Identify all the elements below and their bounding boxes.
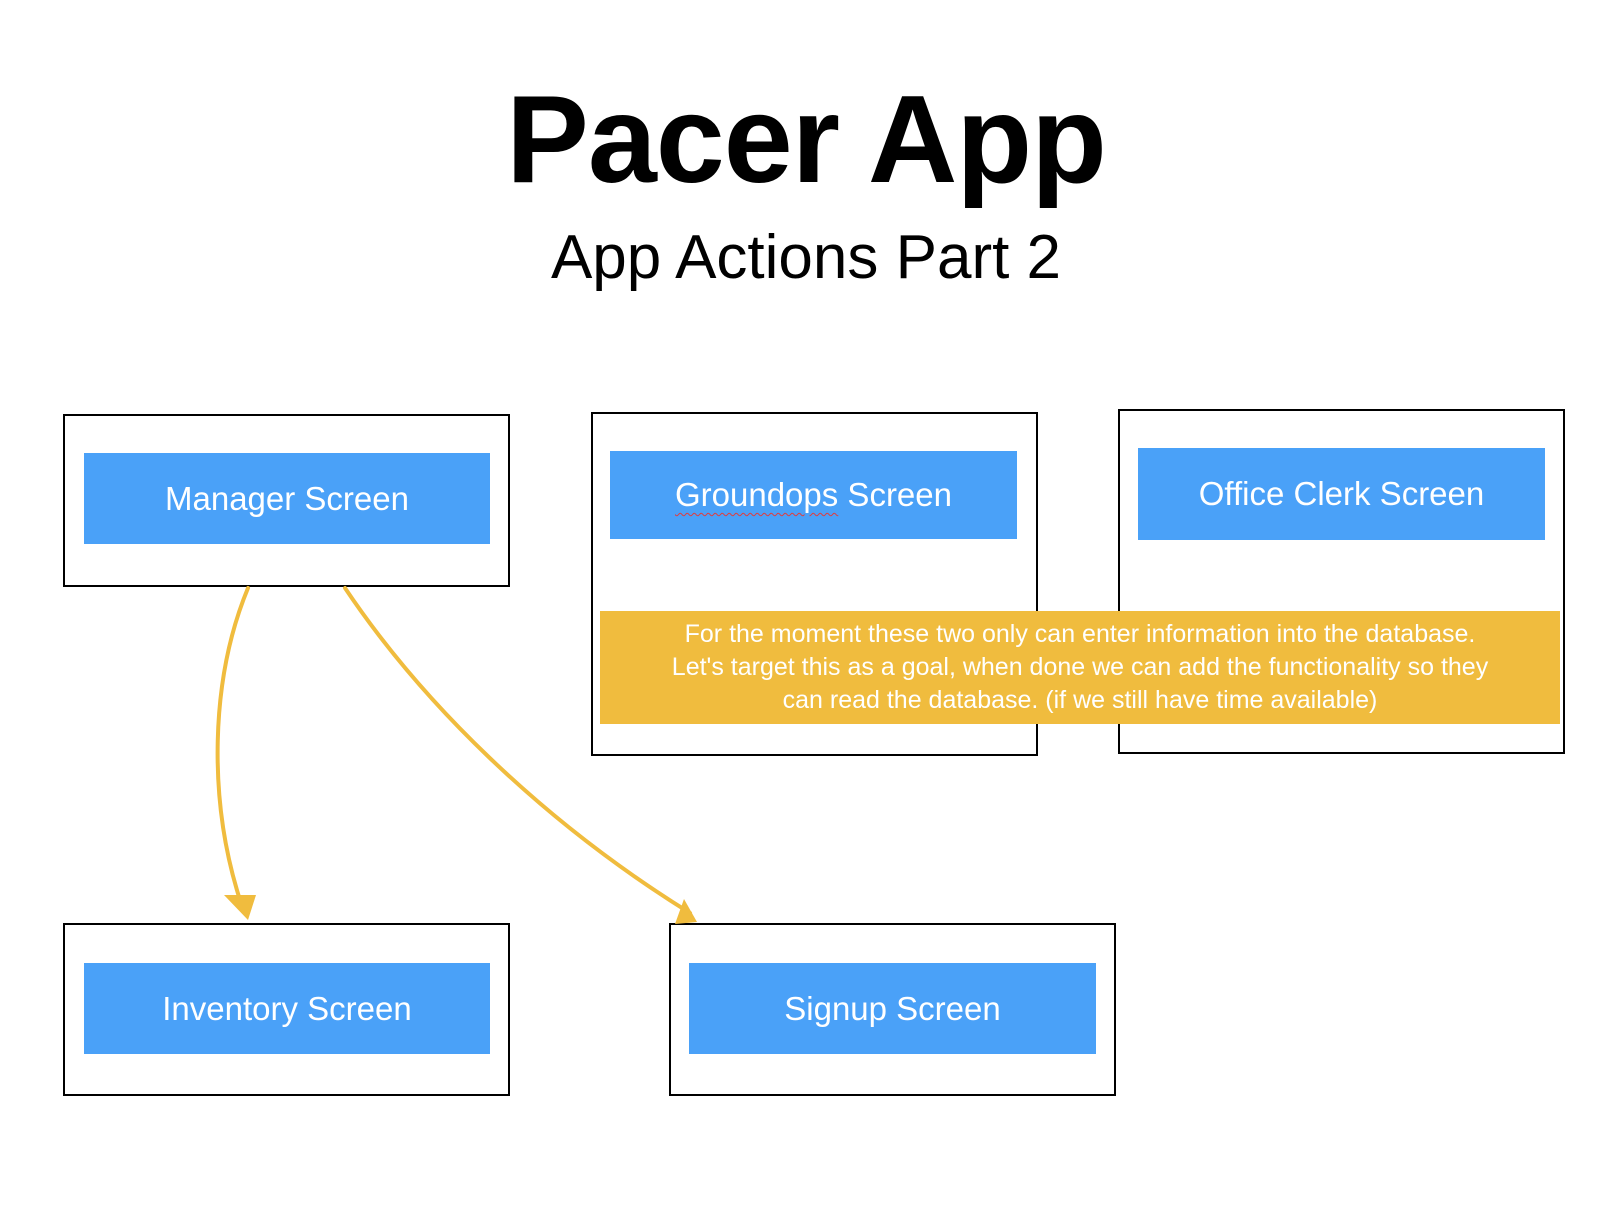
- note-line-3: can read the database. (if we still have…: [782, 686, 1378, 714]
- arrow-head-inventory: [224, 895, 256, 920]
- manager-screen-label: Manager Screen: [165, 479, 409, 517]
- inventory-screen-button[interactable]: Inventory Screen: [84, 963, 490, 1054]
- signup-screen-label: Signup Screen: [784, 989, 1001, 1027]
- note-box: For the moment these two only can enter …: [600, 611, 1560, 724]
- groundops-screen-label: Groundops Screen: [675, 476, 952, 514]
- groundops-screen-button[interactable]: Groundops Screen: [610, 451, 1017, 539]
- manager-screen-button[interactable]: Manager Screen: [84, 453, 490, 544]
- diagram-title: Pacer App: [506, 71, 1107, 209]
- arrow-manager-to-inventory: [215, 586, 250, 902]
- groundops-word: Groundops: [674, 476, 839, 513]
- note-line-2: Let's target this as a goal, when done w…: [671, 653, 1489, 681]
- inventory-screen-label: Inventory Screen: [162, 989, 412, 1027]
- groundops-suffix: Screen: [838, 476, 952, 513]
- office-clerk-screen-button[interactable]: Office Clerk Screen: [1138, 448, 1545, 540]
- note-line-1: For the moment these two only can enter …: [684, 620, 1476, 648]
- office-clerk-screen-label: Office Clerk Screen: [1198, 475, 1485, 512]
- arrow-manager-to-signup: [343, 586, 692, 915]
- diagram-subtitle: App Actions Part 2: [550, 223, 1062, 292]
- signup-screen-button[interactable]: Signup Screen: [689, 963, 1096, 1054]
- arrow-head-signup: [675, 899, 697, 924]
